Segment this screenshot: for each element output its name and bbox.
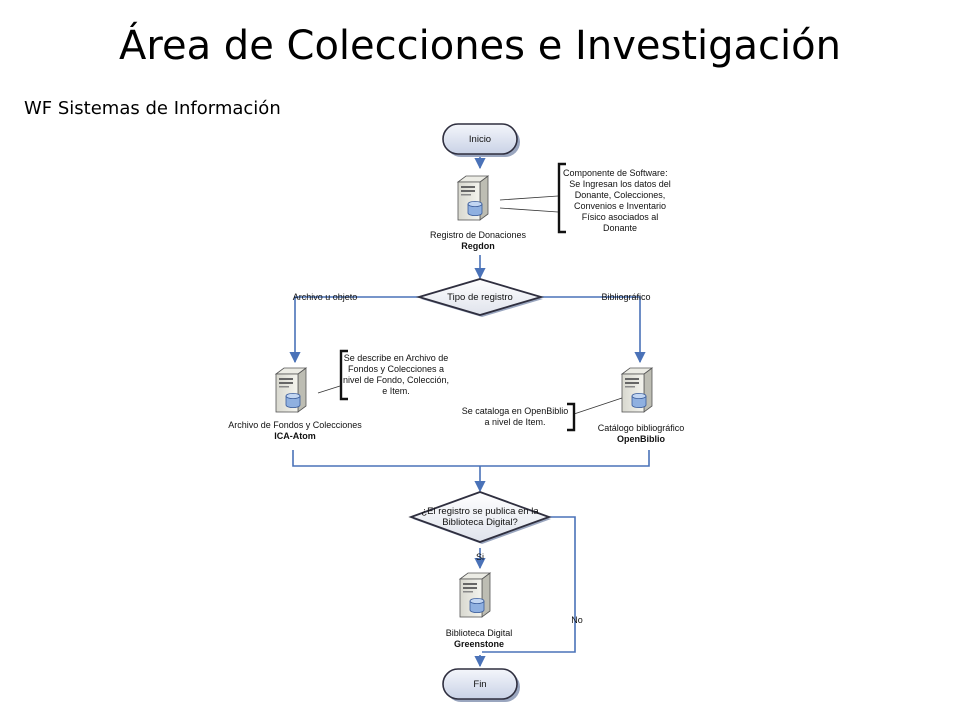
icaatom-note: Se describe en Archivo de Fondos y Colec… xyxy=(343,353,449,396)
icaatom-note-line: e Item. xyxy=(382,386,410,396)
icaatom-name: ICA-Atom xyxy=(274,431,316,441)
branch-si-label: Si xyxy=(476,552,484,562)
greenstone-label: Biblioteca Digital xyxy=(446,628,513,638)
start-terminator: Inicio xyxy=(442,123,520,157)
branch-bibliografico-label: Bibliográfico xyxy=(601,292,650,302)
greenstone-name: Greenstone xyxy=(454,639,504,649)
regdon-note-line-1 xyxy=(499,195,559,201)
regdon-note-line: Donante xyxy=(603,223,637,233)
regdon-note-line: Se Ingresan los datos del xyxy=(569,179,671,189)
regdon-note-line-2 xyxy=(499,207,559,213)
slide-title: Área de Colecciones e Investigación xyxy=(119,23,841,69)
regdon-label: Registro de Donaciones xyxy=(430,230,527,240)
icaatom-note-line xyxy=(317,385,341,394)
regdon-name: Regdon xyxy=(461,241,495,251)
connector-openbiblio-merge xyxy=(480,450,650,467)
icaatom-note-bracket xyxy=(339,349,348,401)
connector-decision-openbiblio xyxy=(540,296,646,364)
openbiblio-note-line: Se cataloga en OpenBiblio xyxy=(462,406,569,416)
openbiblio-label: Catálogo bibliográfico xyxy=(598,423,685,433)
icaatom-server-icon xyxy=(275,367,307,413)
openbiblio-note-line xyxy=(573,397,623,415)
icaatom-note-line: nivel de Fondo, Colección, xyxy=(343,375,449,385)
regdon-note-line: Convenios e Inventario xyxy=(574,201,666,211)
icaatom-note-line: Se describe en Archivo de xyxy=(344,353,449,363)
regdon-note-line: Componente de Software: xyxy=(563,168,668,178)
regdon-note-line: Donante, Colecciones, xyxy=(575,190,666,200)
regdon-note-line: Físico asociados al xyxy=(582,212,659,222)
icaatom-note-line: Fondos y Colecciones a xyxy=(348,364,444,374)
decision-publica-label: Biblioteca Digital? xyxy=(442,517,518,528)
slide-subtitle: WF Sistemas de Información xyxy=(24,98,281,119)
connector-icaatom-merge xyxy=(292,450,480,467)
regdon-server-icon xyxy=(457,175,489,221)
openbiblio-server-icon xyxy=(621,367,653,413)
decision-tipo-registro: Tipo de registro xyxy=(415,278,545,317)
branch-no-label: No xyxy=(571,615,583,625)
start-label: Inicio xyxy=(469,134,491,145)
connector-no-end xyxy=(482,516,576,653)
icaatom-label: Archivo de Fondos y Colecciones xyxy=(228,420,362,430)
greenstone-server-icon xyxy=(459,572,491,618)
openbiblio-name: OpenBiblio xyxy=(617,434,665,444)
regdon-note-bracket xyxy=(557,162,566,234)
openbiblio-note-line: a nivel de Item. xyxy=(484,417,545,427)
decision-tipo-label: Tipo de registro xyxy=(447,292,513,303)
end-label: Fin xyxy=(473,679,486,690)
openbiblio-note: Se cataloga en OpenBiblio a nivel de Ite… xyxy=(462,406,569,427)
connector-decision-icaatom xyxy=(289,296,420,364)
decision-publica: ¿El registro se publica en la Biblioteca… xyxy=(408,491,552,544)
branch-archivo-label: Archivo u objeto xyxy=(293,292,358,302)
decision-publica-label: ¿El registro se publica en la xyxy=(421,506,539,517)
regdon-note: Componente de Software: Se Ingresan los … xyxy=(563,168,671,233)
openbiblio-note-bracket xyxy=(567,402,576,432)
end-terminator: Fin xyxy=(442,668,520,702)
